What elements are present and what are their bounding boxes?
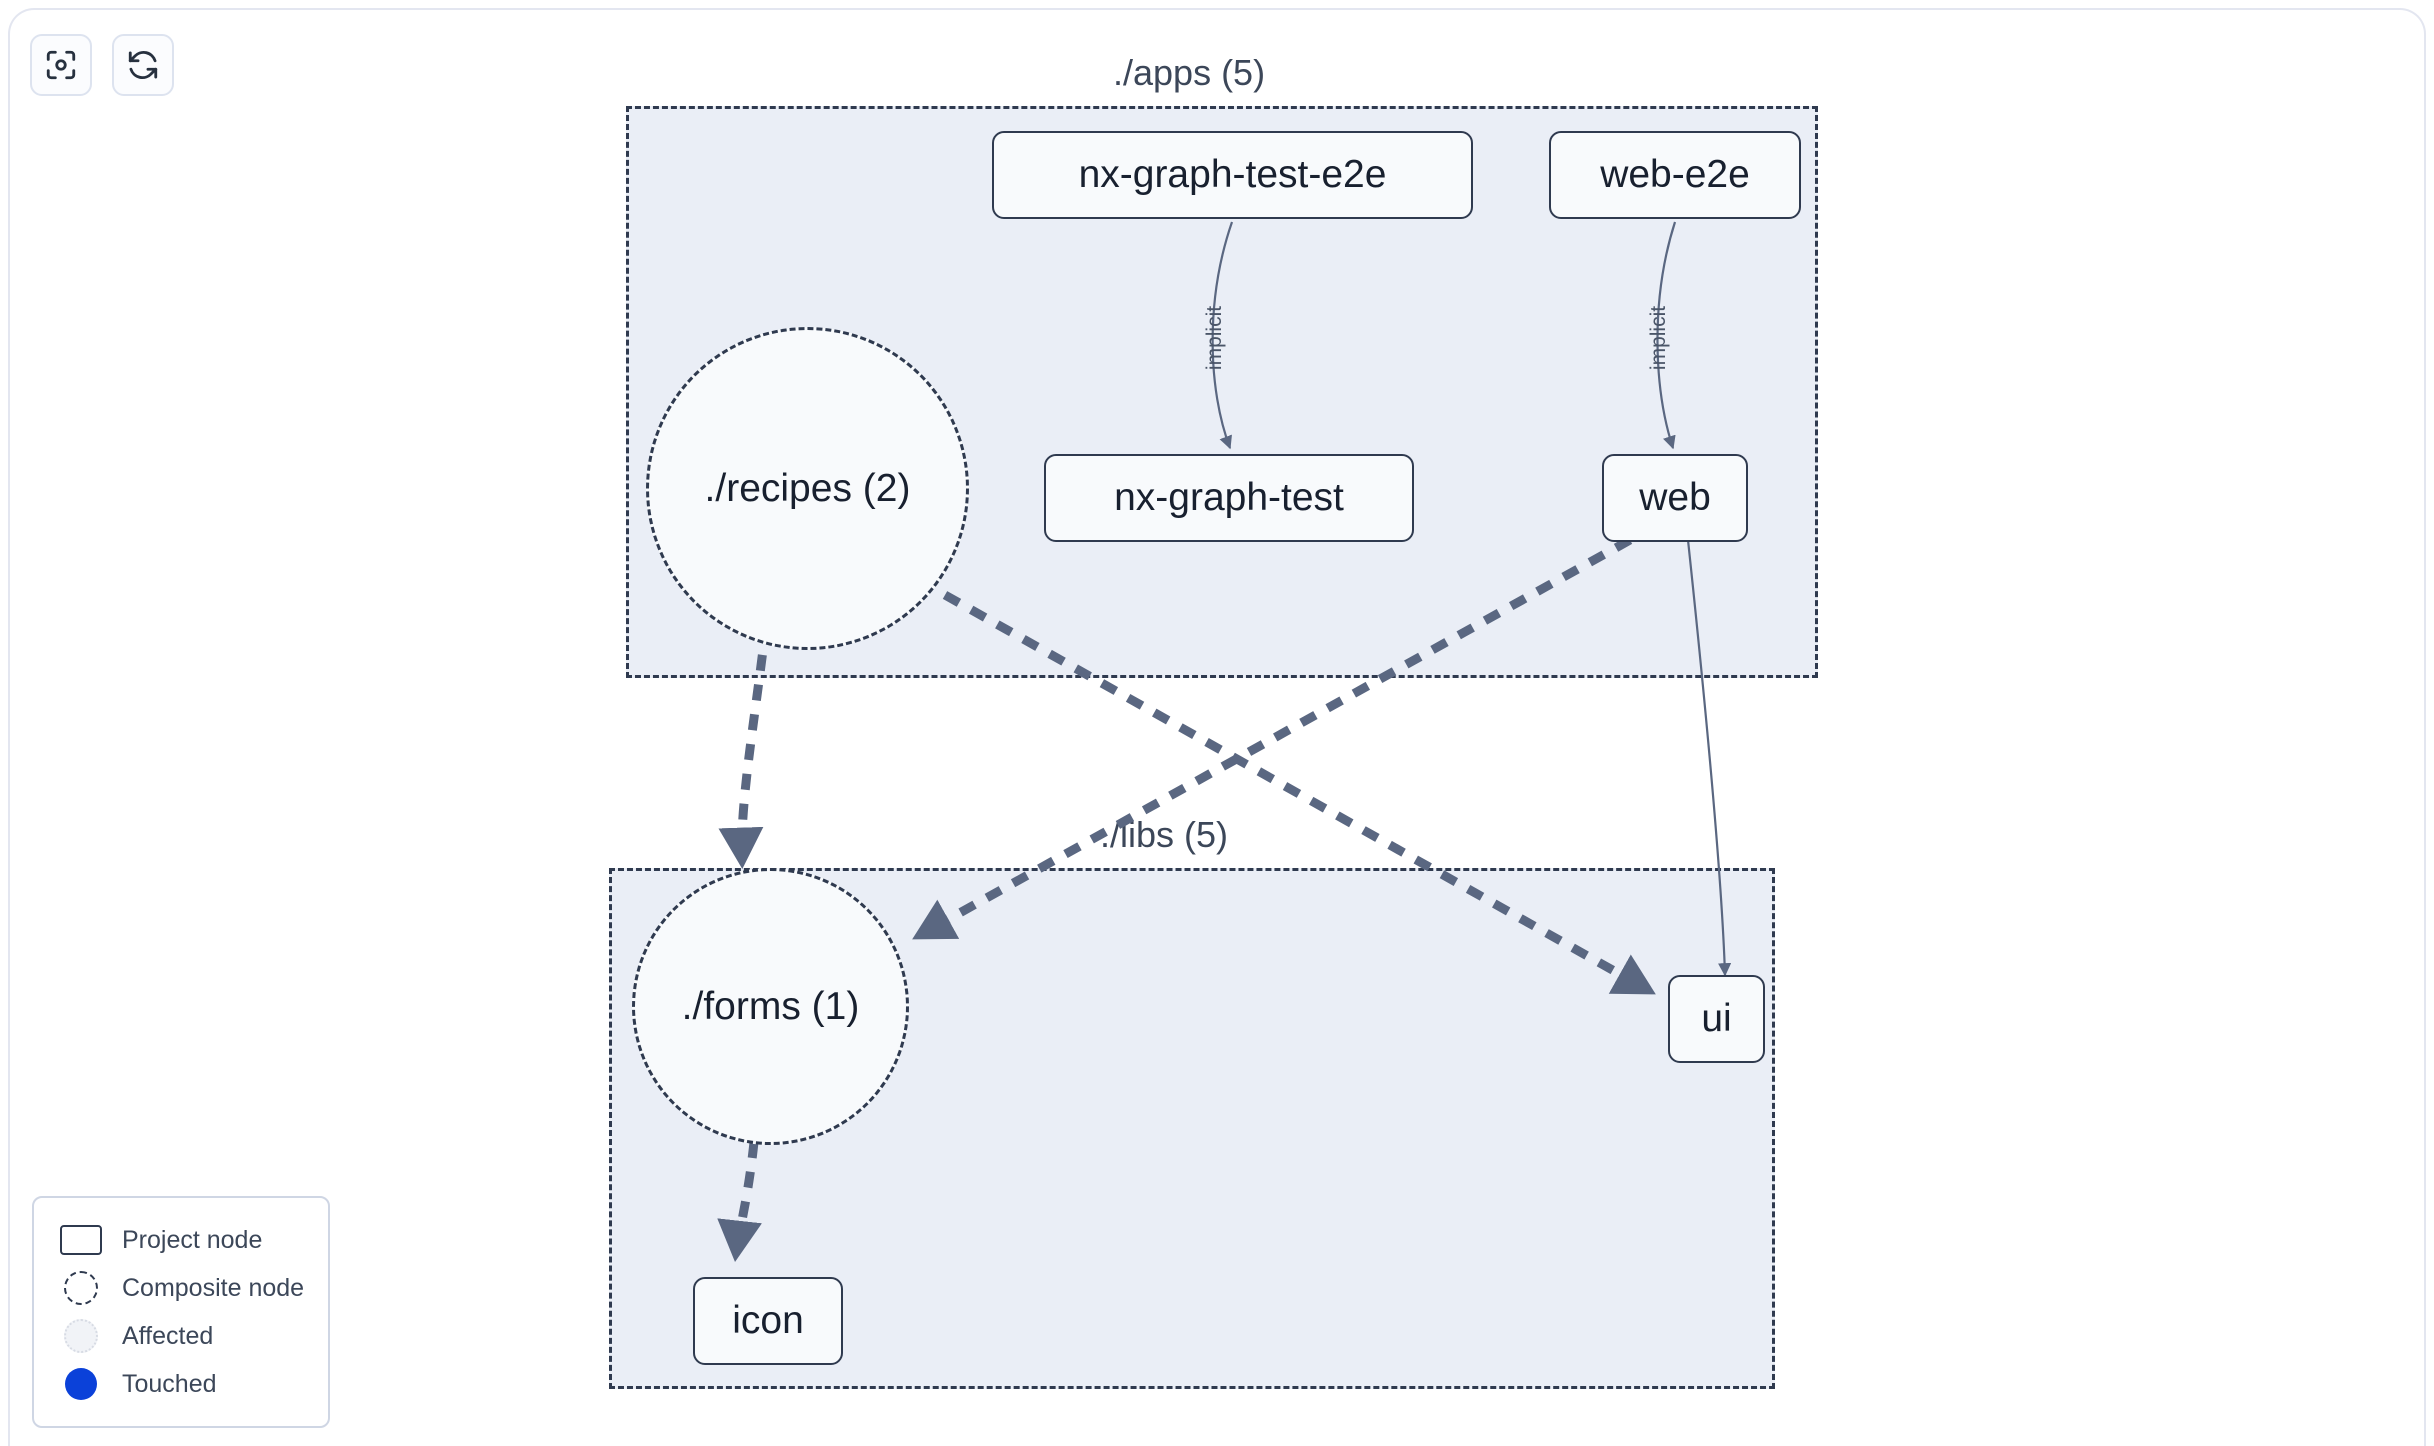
refresh-icon xyxy=(126,48,160,82)
group-label-libs: ./libs (5) xyxy=(1100,814,1229,855)
node-nx-graph-test-e2e[interactable]: nx-graph-test-e2e xyxy=(992,131,1473,219)
composite-node-swatch xyxy=(54,1271,108,1305)
node-icon[interactable]: icon xyxy=(693,1277,843,1365)
node-nx-graph-test[interactable]: nx-graph-test xyxy=(1044,454,1414,542)
group-label-apps: ./apps (5) xyxy=(1113,52,1266,93)
edge-label-implicit-2: implicit xyxy=(1647,305,1670,371)
graph-toolbar xyxy=(30,34,174,96)
node-label: ./recipes (2) xyxy=(704,466,911,510)
node-recipes[interactable]: ./recipes (2) xyxy=(646,327,969,650)
project-node-swatch xyxy=(54,1225,108,1255)
edge-label-implicit-1: implicit xyxy=(1203,305,1226,371)
legend-label: Touched xyxy=(122,1369,217,1398)
legend-label: Affected xyxy=(122,1321,214,1350)
touched-swatch xyxy=(54,1368,108,1400)
node-forms[interactable]: ./forms (1) xyxy=(632,868,909,1145)
focus-graph-button[interactable] xyxy=(30,34,92,96)
node-label: nx-graph-test xyxy=(1114,476,1344,519)
node-label: ./forms (1) xyxy=(681,984,860,1028)
legend-item-composite-node: Composite node xyxy=(54,1264,308,1312)
legend-item-touched: Touched xyxy=(54,1360,308,1408)
node-label: web-e2e xyxy=(1600,153,1750,196)
node-web[interactable]: web xyxy=(1602,454,1748,542)
legend-label: Project node xyxy=(122,1225,263,1254)
refresh-graph-button[interactable] xyxy=(112,34,174,96)
focus-target-icon xyxy=(44,48,78,82)
node-label: icon xyxy=(732,1299,804,1342)
legend-item-project-node: Project node xyxy=(54,1216,308,1264)
node-label: ui xyxy=(1701,997,1732,1040)
legend-item-affected: Affected xyxy=(54,1312,308,1360)
affected-swatch xyxy=(54,1319,108,1353)
node-label: nx-graph-test-e2e xyxy=(1078,153,1387,196)
legend-label: Composite node xyxy=(122,1273,305,1302)
node-web-e2e[interactable]: web-e2e xyxy=(1549,131,1801,219)
node-label: web xyxy=(1639,476,1711,519)
graph-legend: Project node Composite node Affected Tou… xyxy=(32,1196,330,1428)
node-ui[interactable]: ui xyxy=(1668,975,1765,1063)
